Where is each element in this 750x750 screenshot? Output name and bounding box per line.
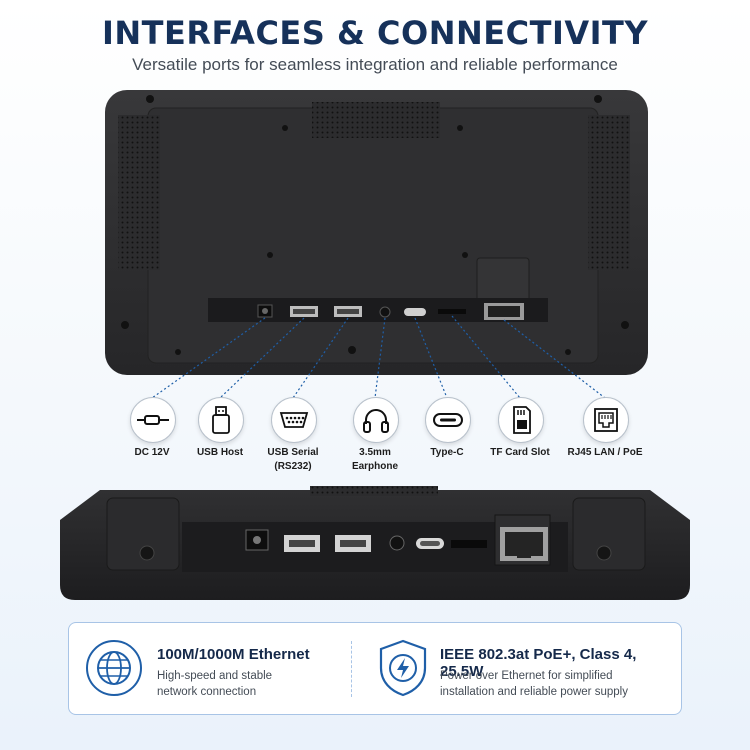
product-diagram [60, 90, 690, 600]
port-icon-usb-host [198, 397, 244, 443]
feature-ethernet-desc-line1: High-speed and stable [157, 670, 273, 682]
port-label-earphone: 3.5mm Earphone [351, 447, 399, 472]
ethernet-port-icon [594, 408, 618, 432]
serial-port-icon [279, 412, 309, 428]
feature-poe-desc-line2: installation and reliable power supply [440, 686, 628, 698]
port-label-usb-host: USB Host [196, 447, 244, 458]
globe-icon [86, 640, 142, 696]
port-label-tf-card: TF Card Slot [490, 447, 550, 458]
shield-bolt-icon [379, 639, 427, 697]
features-divider [351, 641, 352, 697]
dc-plug-icon [137, 415, 169, 425]
headphones-icon [363, 409, 389, 433]
port-icon-rj45 [583, 397, 629, 443]
usb-icon [212, 406, 230, 434]
page-subtitle: Versatile ports for seamless integration… [132, 55, 618, 74]
port-label-type-c: Type-C [430, 447, 464, 458]
port-icon-earphone [353, 397, 399, 443]
feature-ethernet-desc-line2: network connection [157, 686, 257, 698]
feature-poe-title: IEEE 802.3at PoE+, Class 4, 25.5W [440, 646, 637, 680]
features-panel: 100M/1000M Ethernet High-speed and stabl… [68, 622, 682, 715]
port-icon-tf-card [498, 397, 544, 443]
page-title: INTERFACES & CONNECTIVITY [101, 14, 649, 52]
port-label-usb-serial: USB Serial (RS232) [267, 447, 319, 472]
port-label-dc-12v: DC 12V [134, 447, 170, 458]
sd-card-icon [513, 406, 531, 434]
port-icon-usb-serial [271, 397, 317, 443]
port-label-rj45: RJ45 LAN / PoE [567, 447, 643, 458]
type-c-icon [433, 413, 463, 427]
tablet-back-view [105, 90, 648, 375]
port-icon-type-c [425, 397, 471, 443]
feature-poe-desc-line1: Power over Ethernet for simplified [440, 670, 613, 682]
feature-ethernet-title: 100M/1000M Ethernet [157, 646, 310, 663]
tablet-edge-view [60, 486, 690, 600]
port-connector-lines [151, 315, 606, 399]
port-icon-dc-12v [130, 397, 176, 443]
